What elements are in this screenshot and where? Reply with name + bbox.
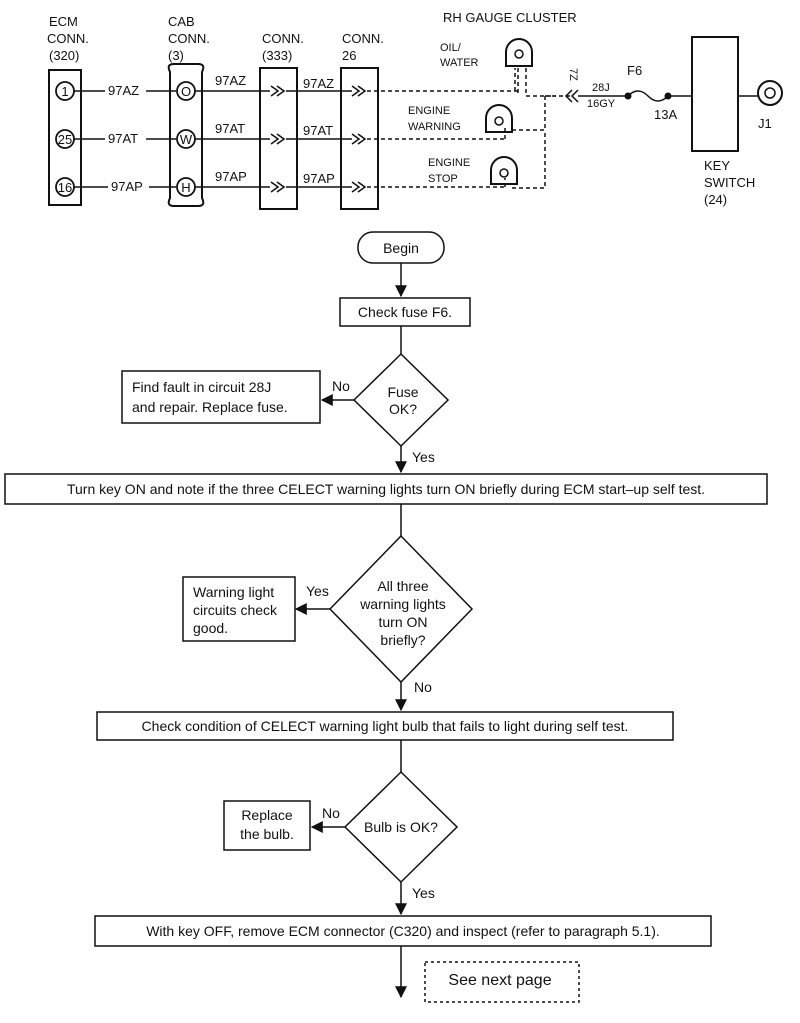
see-next-page-box [424,961,580,1003]
rh-gauge-cluster-title: RH GAUGE CLUSTER [443,10,577,25]
wire-label-97at-3: 97AT [303,123,333,138]
fuse-f6-symbol [627,90,669,102]
turn-key-box [4,473,768,505]
ecm-conn-title-line3: (320) [49,48,79,63]
cab-pin-o: O [181,84,191,99]
bulb-no-label: No [322,805,340,821]
wire-13a-label: 13A [654,107,677,122]
ecm-conn-title-line2: CONN. [47,31,89,46]
engine-stop-lamp-icon [490,156,518,185]
jumper-j1-label: J1 [758,116,772,131]
bulb-yes-label: Yes [412,885,435,901]
conn-333: CONN. (333) [259,31,304,210]
troubleshooting-flowchart: Begin Check fuse F6. Fuse OK? No Find fa… [4,231,768,1003]
cab-connector-body [167,63,205,207]
lights-good-box [182,576,296,642]
replace-bulb-line1: Replace [241,807,293,823]
connector-pin-7z: 7Z [567,68,579,81]
wire-label-97ap-1: 97AP [111,179,143,194]
check-fuse-label: Check fuse F6. [358,304,452,320]
fuse-fault-line2: and repair. Replace fuse. [132,399,288,415]
ecm-cab-wires: 97AZ 97AT 97AP [74,83,176,194]
key-switch-title-line1: KEY [704,158,730,173]
power-supply-circuit: 7Z 28J 16GY F6 13A [564,63,692,122]
conn26-title-line2: 26 [342,48,356,63]
fuse-ok-line2: OK? [389,401,417,417]
lights-on-line2: warning lights [359,596,446,612]
remove-ecm-box [94,915,712,947]
key-switch-title-line2: SWITCH [704,175,755,190]
lamp-engine-warning-label-line2: WARNING [408,121,461,133]
cab-conn-title-line1: CAB [168,14,195,29]
wire-label-97az-3: 97AZ [303,76,334,91]
cab-pin-h: H [181,180,190,195]
check-bulb-label: Check condition of CELECT warning light … [142,718,629,734]
lights-good-line3: good. [193,620,228,636]
lamp-engine-warning-label-line1: ENGINE [408,105,450,117]
key-switch: KEY SWITCH (24) J1 [691,36,783,207]
fuse-ok-line1: Fuse [387,384,418,400]
key-switch-title-line3: (24) [704,192,727,207]
see-next-page-label: See next page [448,972,551,989]
remove-ecm-label: With key OFF, remove ECM connector (C320… [146,923,660,939]
connector-7z-symbol [564,89,579,103]
check-bulb-box [96,711,674,741]
wiring-schematic: ECM CONN. (320) 1 25 16 97AZ 97AT 97AP C… [47,10,783,210]
lights-on-line3: turn ON [378,614,427,630]
cab-conn-title-line2: CONN. [168,31,210,46]
conn26-title-line1: CONN. [342,31,384,46]
ecm-pin-25: 25 [58,132,72,147]
lights-on-line4: briefly? [380,632,425,648]
ecm-connector-body [48,69,82,206]
wire-label-97az-1: 97AZ [108,83,139,98]
wire-label-97at-2: 97AT [215,121,245,136]
fuse-no-label: No [332,378,350,394]
check-fuse-box [339,297,471,327]
key-switch-body [691,36,739,152]
lamp-oil-water-label-line2: WATER [440,57,479,69]
conn333-title-line1: CONN. [262,31,304,46]
fuse-fault-line1: Find fault in circuit 28J [132,379,271,395]
wire-label-97at-1: 97AT [108,131,138,146]
cab-connector: CAB CONN. (3) O W H [167,14,210,207]
turn-key-label: Turn key ON and note if the three CELECT… [67,481,705,497]
lamp-oil-water-label-line1: OIL/ [440,42,462,54]
conn-26: CONN. 26 [340,31,384,210]
fuse-f6-label: F6 [627,63,642,78]
rh-gauge-cluster: RH GAUGE CLUSTER OIL/ WATER ENGINE WARNI… [408,10,577,185]
ecm-pin-16: 16 [58,180,72,195]
lamp-engine-stop-label-line2: STOP [428,173,458,185]
wire-label-97az-2: 97AZ [215,73,246,88]
wire-28j-label: 28J [592,82,610,94]
replace-bulb-box [223,800,311,851]
lights-good-line1: Warning light [193,584,274,600]
wire-label-97ap-3: 97AP [303,171,335,186]
fuse-fault-box [121,370,321,424]
cab-conn333-wires: 97AZ 97AT 97AP [195,73,270,188]
fuse-ok-decision [352,352,450,448]
jumper-j1-terminal [757,80,783,106]
ecm-connector: ECM CONN. (320) 1 25 16 [47,14,89,206]
lights-good-line2: circuits check [193,602,278,618]
conn333-conn26-wires: 97AZ 97AT 97AP [286,76,352,188]
wire-label-97ap-2: 97AP [215,169,247,184]
fuse-yes-label: Yes [412,449,435,465]
oil-water-lamp-icon [505,38,533,67]
lights-no-label: No [414,679,432,695]
lights-on-line1: All three [377,578,429,594]
cluster-dashed-wires [367,68,572,189]
lights-yes-label: Yes [306,583,329,599]
engine-warning-lamp-icon [485,104,513,133]
replace-bulb-line2: the bulb. [240,826,294,842]
begin-label: Begin [383,240,419,256]
conn333-title-line2: (333) [262,48,292,63]
lamp-engine-stop-label-line1: ENGINE [428,157,470,169]
ecm-conn-title-line1: ECM [49,14,78,29]
bulb-ok-label: Bulb is OK? [364,819,438,835]
ecm-pin-1: 1 [61,84,68,99]
cab-pin-w: W [180,132,193,147]
wire-16gy-label: 16GY [587,98,616,110]
cab-conn-title-line3: (3) [168,48,184,63]
